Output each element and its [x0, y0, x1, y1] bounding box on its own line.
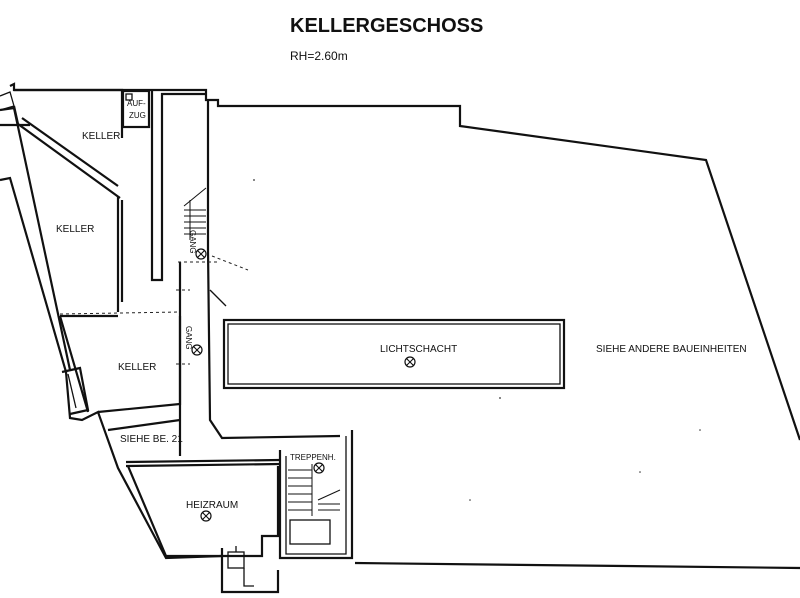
light-symbol-gang-upper [195, 248, 207, 260]
corridor-walls [150, 90, 341, 456]
room-height-label: RH=2.60m [290, 49, 348, 63]
scan-specks [253, 179, 701, 501]
stairwell [278, 430, 354, 560]
label-aufzug-line1: AUF- [127, 99, 146, 108]
label-gang-lower: GANG [184, 326, 193, 350]
light-symbol-treppenhaus [313, 462, 325, 474]
light-symbol-heizraum [200, 510, 212, 522]
label-keller-lower: KELLER [118, 362, 156, 373]
room-heizraum [126, 465, 280, 558]
plan-title: KELLERGESCHOSS [290, 15, 483, 37]
label-keller-top: KELLER [82, 131, 120, 142]
bottom-entrance [220, 546, 280, 594]
label-keller-middle: KELLER [56, 224, 94, 235]
label-siehe-be-21: SIEHE BE. 21 [120, 434, 183, 445]
entrance-nub [61, 366, 90, 416]
label-siehe-andere-baueinheiten: SIEHE ANDERE BAUEINHEITEN [596, 344, 747, 355]
light-symbol-gang-lower [191, 344, 203, 356]
light-shaft [222, 318, 566, 390]
label-heizraum: HEIZRAUM [186, 500, 238, 511]
elevator-shaft [121, 89, 151, 129]
label-gang-upper: GANG [188, 230, 197, 254]
outer-walls [0, 82, 800, 570]
light-symbol-lichtschacht [404, 356, 416, 368]
room-keller-middle [59, 196, 181, 318]
area-siehe-be [107, 418, 281, 468]
stair-upper [183, 187, 207, 240]
label-lichtschacht: LICHTSCHACHT [380, 344, 457, 355]
label-treppenhaus: TREPPENH. [290, 453, 336, 462]
label-aufzug-line2: ZUG [129, 111, 146, 120]
